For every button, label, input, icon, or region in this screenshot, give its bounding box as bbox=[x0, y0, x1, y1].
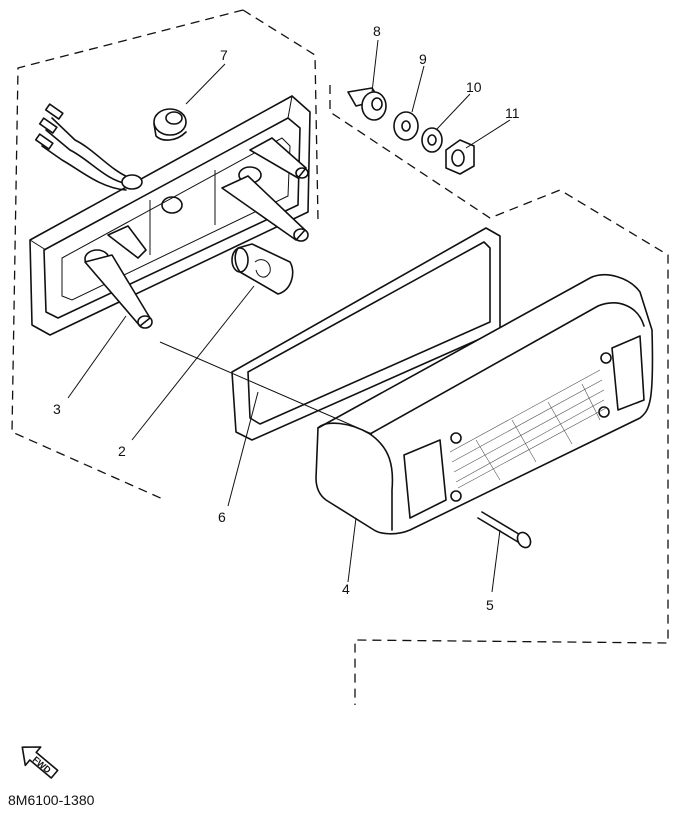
assembly-axis bbox=[159, 341, 373, 435]
washer bbox=[393, 111, 419, 141]
callout-7: 7 bbox=[220, 47, 228, 63]
leader-lines bbox=[67, 39, 511, 593]
callout-4: 4 bbox=[342, 581, 350, 597]
callout-3: 3 bbox=[53, 401, 61, 417]
diagram-code: 8M6100-1380 bbox=[8, 792, 95, 808]
bulb bbox=[231, 243, 294, 295]
callout-8: 8 bbox=[373, 23, 381, 39]
lock-washer bbox=[421, 127, 443, 153]
fwd-arrow: FWD bbox=[21, 746, 59, 779]
assembly-boundary bbox=[11, 9, 669, 705]
callout-9: 9 bbox=[419, 51, 427, 67]
callout-6: 6 bbox=[218, 509, 226, 525]
screw bbox=[477, 511, 532, 549]
callout-2: 2 bbox=[118, 443, 126, 459]
nut bbox=[445, 139, 475, 175]
callout-5: 5 bbox=[486, 597, 494, 613]
grommet bbox=[153, 108, 187, 141]
lens-texture bbox=[449, 369, 607, 489]
callout-10: 10 bbox=[466, 79, 482, 95]
lens bbox=[315, 274, 654, 535]
wire-harness bbox=[34, 103, 143, 191]
callout-11: 11 bbox=[505, 105, 520, 121]
tail-light-base bbox=[29, 95, 311, 336]
collar bbox=[347, 87, 387, 121]
